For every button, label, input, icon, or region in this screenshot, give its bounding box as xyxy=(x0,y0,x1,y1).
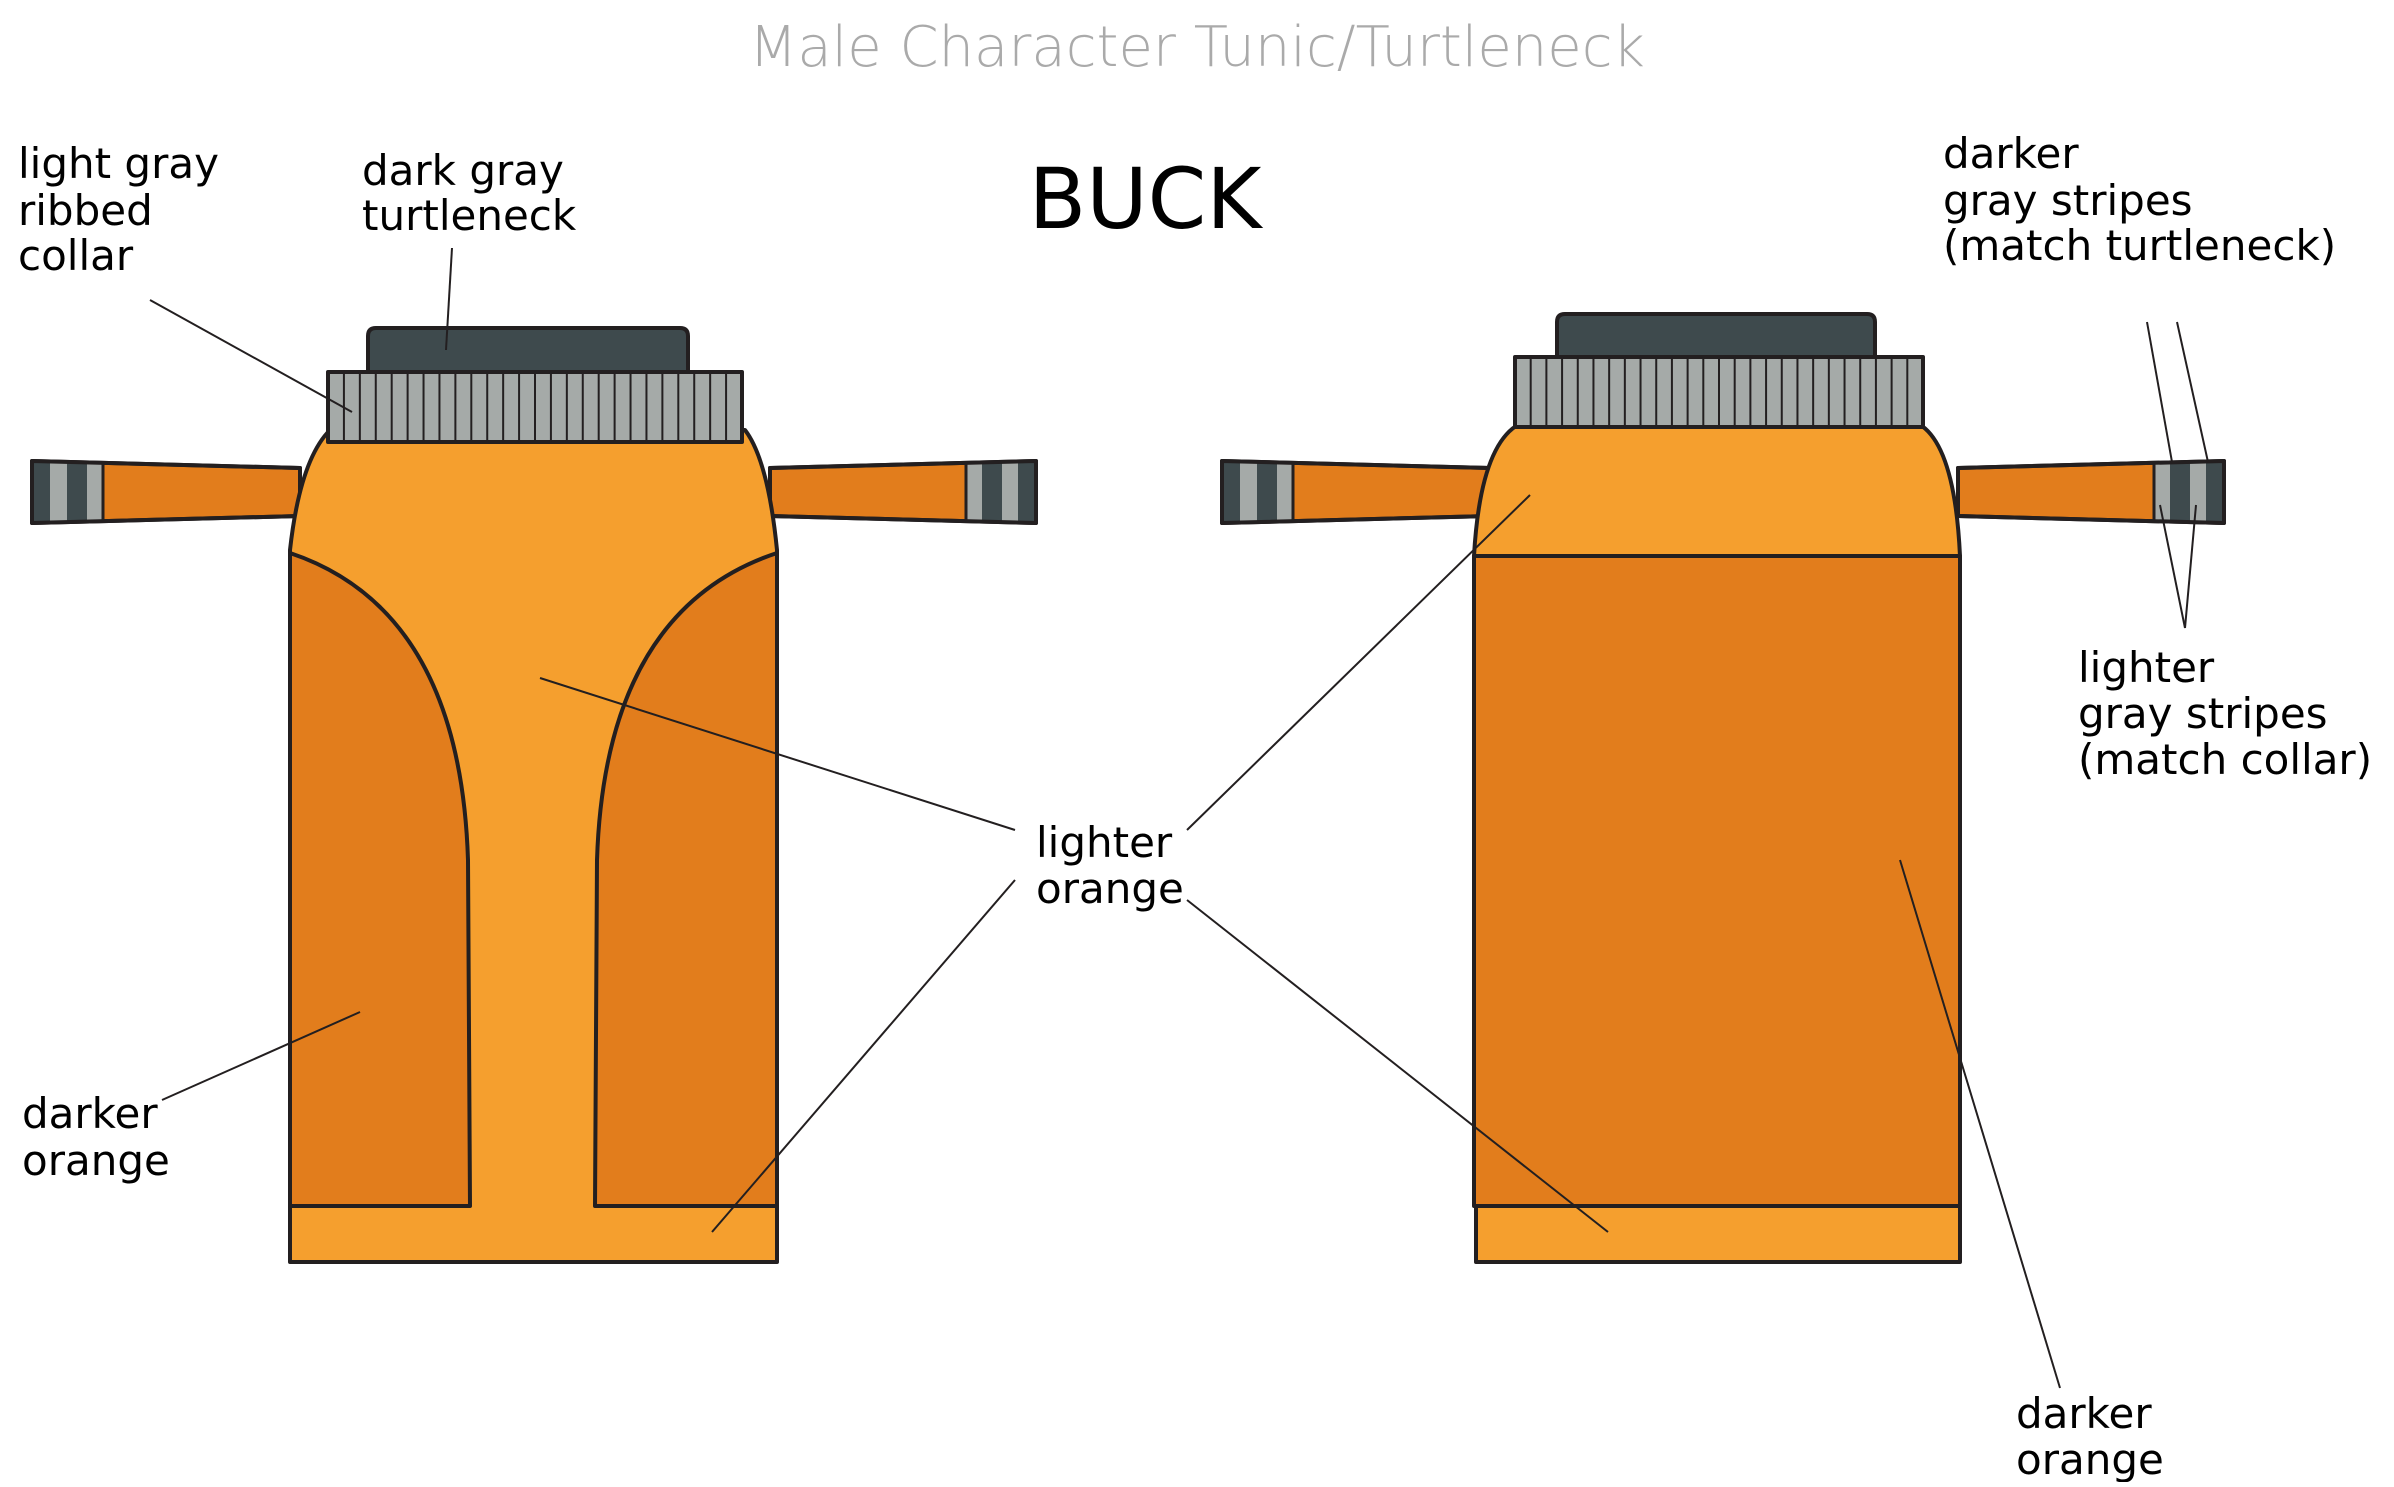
label-line: light gray xyxy=(18,139,219,188)
back-ribbed-collar xyxy=(1513,355,1925,429)
label-line: ribbed xyxy=(18,186,153,235)
label-line: (match collar) xyxy=(2078,735,2372,784)
back-main-panel xyxy=(1472,554,1962,1208)
page-title: Male Character Tunic/Turtleneck xyxy=(749,15,1645,80)
character-name: BUCK xyxy=(1029,150,1264,248)
label-line: dark gray xyxy=(362,146,564,195)
label-line: orange xyxy=(22,1136,170,1185)
label-line: lighter xyxy=(2078,643,2215,692)
front-left-sleeve xyxy=(30,459,302,525)
front-turtleneck xyxy=(366,326,690,377)
label-line: lighter xyxy=(1036,818,1173,867)
label-line: turtleneck xyxy=(362,191,577,240)
label-line: gray stripes xyxy=(1943,176,2193,225)
front-view xyxy=(30,326,1038,1264)
label-lighter-orange: lighter orange xyxy=(1036,818,1184,913)
back-turtleneck xyxy=(1555,312,1877,362)
label-line: (match turtleneck) xyxy=(1943,221,2336,270)
front-right-sleeve xyxy=(768,459,1038,525)
back-hem xyxy=(1474,1204,1962,1264)
label-darker-orange-front: darker orange xyxy=(22,1089,170,1185)
label-line: darker xyxy=(1943,129,2079,178)
back-right-sleeve xyxy=(1956,459,2226,525)
label-line: collar xyxy=(18,231,134,280)
label-turtleneck: dark gray turtleneck xyxy=(362,146,577,240)
label-line: gray stripes xyxy=(2078,689,2328,738)
label-darker-stripes: darker gray stripes (match turtleneck) xyxy=(1943,129,2336,270)
back-left-sleeve xyxy=(1220,459,1492,525)
label-line: darker xyxy=(22,1089,158,1138)
front-right-panel xyxy=(593,551,779,1208)
back-yoke xyxy=(1472,424,1962,558)
label-line: orange xyxy=(2016,1435,2164,1482)
front-left-panel xyxy=(288,551,472,1208)
label-line: orange xyxy=(1036,864,1184,913)
label-collar: light gray ribbed collar xyxy=(18,139,219,280)
label-lighter-stripes: lighter gray stripes (match collar) xyxy=(2078,643,2372,784)
front-ribbed-collar xyxy=(326,370,744,444)
label-line: darker xyxy=(2016,1389,2152,1438)
label-darker-orange-back: darker orange xyxy=(2016,1389,2164,1484)
leader-lines xyxy=(149,247,2209,1389)
back-view xyxy=(1220,312,2226,1264)
